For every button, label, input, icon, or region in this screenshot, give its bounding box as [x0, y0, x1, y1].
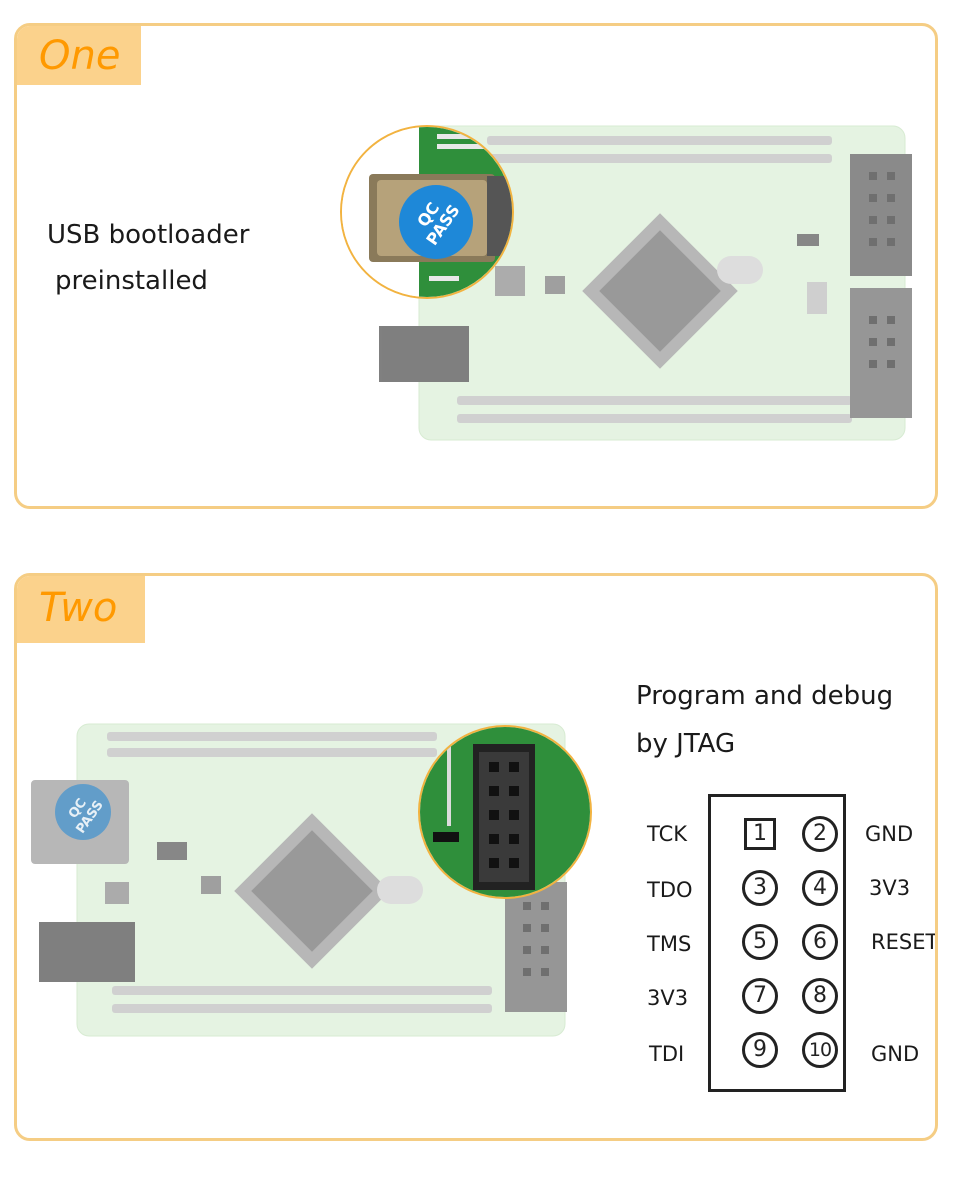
jtag-connector-outline	[708, 794, 846, 1092]
pin-7-signal: 3V3	[647, 986, 689, 1010]
caption-line-1: USB bootloader	[47, 220, 250, 250]
panel-two-tag: Two	[17, 576, 145, 643]
panel-one: One USB bootloader preinstalled	[14, 23, 938, 509]
panel-two: Two Program and debug by JTAG	[14, 573, 938, 1141]
pin-9-signal: TDI	[649, 1042, 685, 1066]
caption-line-1: Program and debug	[636, 681, 894, 711]
panel-one-caption: USB bootloader preinstalled	[47, 212, 249, 304]
pin-2-signal: GND	[865, 822, 914, 846]
caption-line-2: preinstalled	[55, 266, 208, 296]
qc-sticker-one	[399, 185, 473, 259]
pin-5-signal: TMS	[647, 932, 692, 956]
panel-two-caption: Program and debug by JTAG	[636, 672, 893, 768]
panel-one-tag: One	[17, 26, 141, 85]
pin-10-signal: GND	[871, 1042, 920, 1066]
qc-sticker-two	[55, 784, 111, 840]
pin-4-signal: 3V3	[869, 876, 911, 900]
pin-9: 9	[742, 1032, 778, 1068]
pin-3-signal: TDO	[647, 878, 693, 902]
pin-6: 6	[802, 924, 838, 960]
pin-6-signal: RESET	[871, 930, 938, 954]
pin-3: 3	[742, 870, 778, 906]
pin-1-signal: TCK	[647, 822, 688, 846]
pin-8: 8	[802, 978, 838, 1014]
pin-5: 5	[742, 924, 778, 960]
board-illustration-one	[340, 125, 912, 441]
pin-4: 4	[802, 870, 838, 906]
pin-10: 10	[802, 1032, 838, 1068]
pin-7: 7	[742, 978, 778, 1014]
board-illustration-two	[31, 723, 592, 1037]
pin-2: 2	[802, 816, 838, 852]
pin-1: 1	[744, 818, 776, 850]
caption-line-2: by JTAG	[636, 729, 736, 759]
jtag-pinout: TCK 1 2 GND TDO 3 4 3V3 TMS 5 6 RESET 3V…	[647, 794, 938, 1094]
